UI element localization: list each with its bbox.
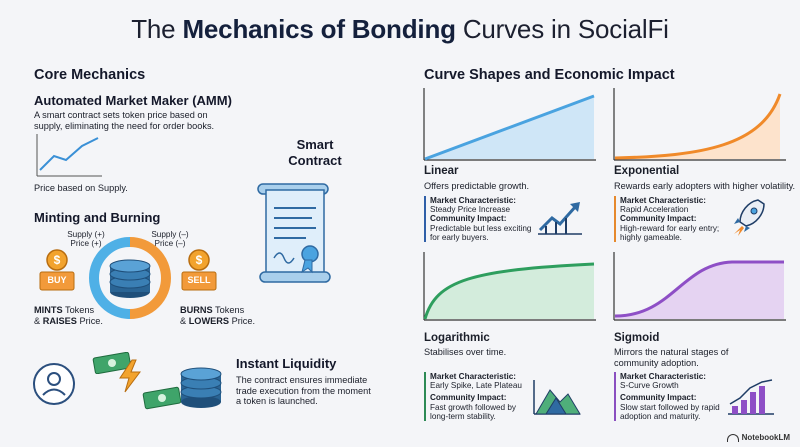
smart-contract-label: Smart Contract: [288, 137, 342, 168]
bar-line-chart-icon: [728, 379, 774, 415]
logarithmic-title: Logarithmic: [424, 332, 490, 344]
core-mechanics-heading: Core Mechanics: [34, 67, 146, 83]
exponential-title: Exponential: [614, 165, 680, 177]
exponential-description: Rewards early adopters with higher volat…: [614, 181, 796, 191]
coin-stack-icon: [180, 367, 222, 408]
supply-plus-label: Supply (+) Price (+): [67, 230, 105, 249]
logarithmic-description: Stabilises over time.: [424, 347, 507, 357]
curve-shapes-heading: Curve Shapes and Economic Impact: [424, 67, 675, 83]
buy-icon: $ BUY: [38, 248, 76, 299]
liquidity-description: The contract ensures immediate trade exe…: [236, 375, 371, 407]
linear-title: Linear: [424, 165, 459, 177]
cash-icon-2: [142, 386, 182, 410]
sell-label: SELL: [187, 275, 211, 285]
linear-description: Offers predictable growth.: [424, 181, 530, 191]
amm-caption: Price based on Supply.: [34, 183, 128, 193]
mints-text: MINTS Tokens & RAISES Price.: [34, 305, 103, 326]
linear-details: Market Characteristic: Steady Price Incr…: [424, 196, 532, 243]
svg-text:$: $: [196, 253, 203, 267]
mint-burn-cycle-icon: [89, 237, 171, 319]
sell-icon: $ SELL: [180, 248, 218, 299]
amm-title: Automated Market Maker (AMM): [34, 93, 232, 108]
page-title: The Mechanics of Bonding Curves in Socia…: [131, 14, 669, 44]
svg-text:$: $: [54, 253, 61, 267]
logarithmic-details: Market Characteristic: Early Spike, Late…: [424, 372, 522, 422]
user-icon: [33, 363, 75, 405]
smart-contract-scroll-icon: [257, 183, 331, 283]
sigmoid-details: Market Characteristic: S-Curve Growth Co…: [614, 372, 720, 422]
supply-minus-label: Supply (–) Price (–): [151, 230, 189, 249]
lightning-icon: [119, 359, 141, 393]
logarithmic-curve-chart: [423, 252, 596, 321]
exponential-details: Market Characteristic: Rapid Acceleratio…: [614, 196, 719, 243]
buy-label: BUY: [47, 275, 67, 285]
linear-curve-chart: [423, 88, 596, 161]
amm-description: A smart contract sets token price based …: [34, 110, 215, 131]
cash-icon: [92, 352, 132, 374]
notebooklm-logo: NotebookLM: [726, 433, 790, 442]
sigmoid-description: Mirrors the natural stages of community …: [614, 347, 729, 368]
liquidity-title: Instant Liquidity: [236, 356, 337, 371]
burns-text: BURNS Tokens & LOWERS Price.: [180, 305, 256, 326]
sigmoid-title: Sigmoid: [614, 332, 660, 344]
minting-title: Minting and Burning: [34, 210, 161, 225]
notebooklm-logo-mark: [726, 433, 739, 442]
exponential-curve-chart: [613, 88, 786, 161]
rising-arrow-chart-icon: [538, 202, 582, 235]
amm-supply-chart: [36, 134, 102, 177]
mountain-icon: [533, 380, 581, 415]
sigmoid-curve-chart: [613, 252, 786, 321]
rocket-icon: [734, 199, 765, 236]
